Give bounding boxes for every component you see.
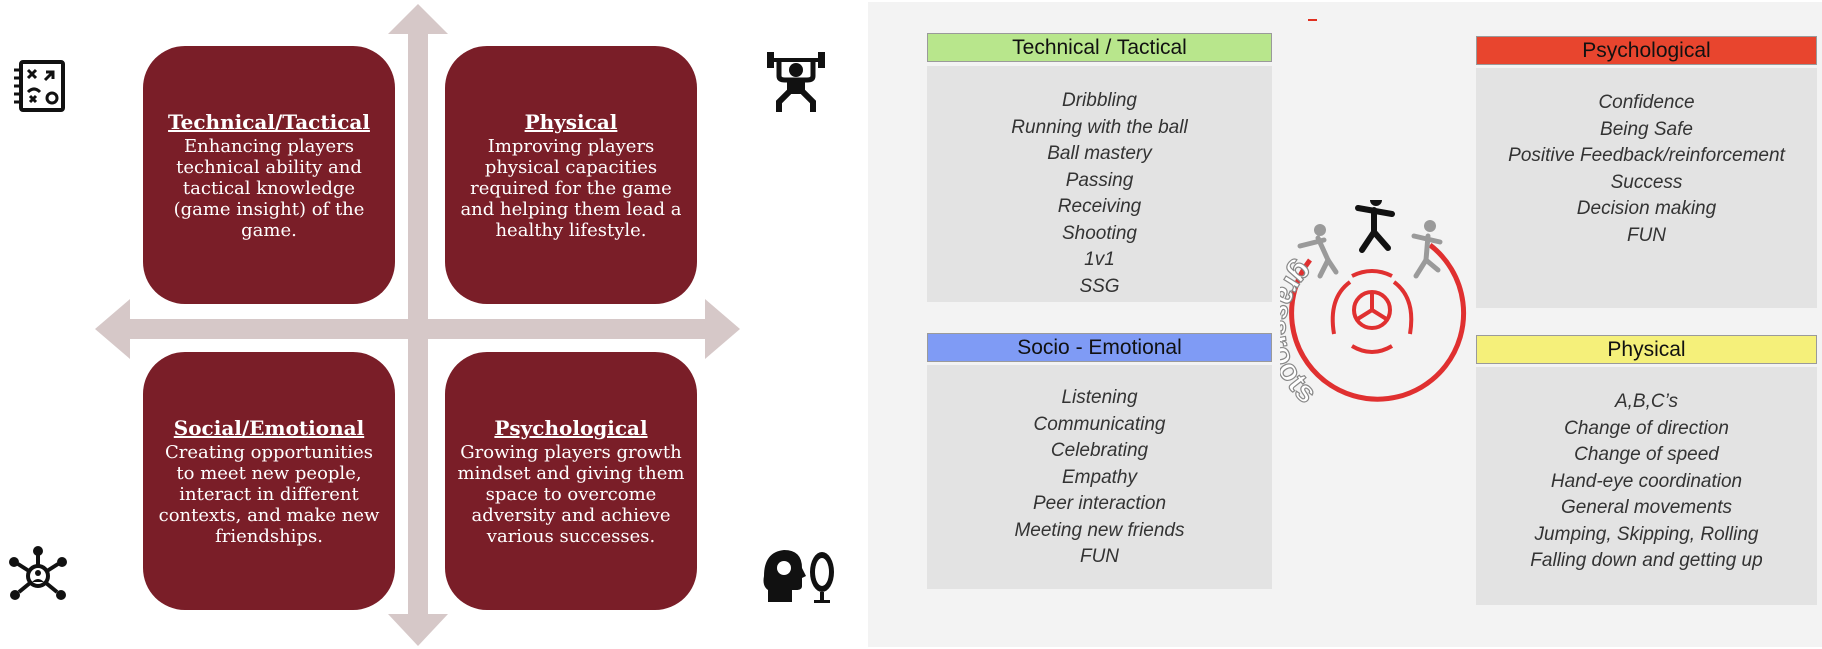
list-item: Communicating [1033, 413, 1166, 435]
list-item: Peer interaction [1032, 493, 1167, 514]
quadrant-title: Technical/Tactical [168, 109, 370, 134]
list-item: Listening [1061, 387, 1138, 408]
list-item: Dribbling [1062, 90, 1137, 111]
list-item: Being Safe [1600, 118, 1693, 140]
list-item: General movements [1560, 497, 1733, 518]
grassroots-logo: grassroots [1280, 200, 1467, 411]
quadrant-title: Psychological [494, 415, 648, 440]
social-network-icon [9, 546, 67, 600]
quadrant-description: Enhancing players technical ability and … [173, 135, 365, 241]
list-item: Jumping, Skipping, Rolling [1534, 523, 1759, 545]
quadrant-title: Physical [524, 109, 618, 134]
list-item: Change of speed [1574, 444, 1719, 465]
list-item: Receiving [1057, 196, 1142, 217]
list-item: Positive Feedback/reinforcement [1508, 145, 1785, 166]
quadrant-technical-tactical: Technical/Tactical Enhancing players tec… [143, 46, 395, 304]
list-item: Decision making [1576, 198, 1717, 219]
quadrant-description: Improving players physical capacities re… [460, 135, 682, 241]
physical-header: Physical [1476, 335, 1817, 364]
horizontal-arrow [95, 299, 740, 359]
list-item: Change of direction [1564, 417, 1729, 439]
quadrant-title: Social/Emotional [173, 415, 365, 440]
quadrant-psychological: Psychological Growing players growth min… [445, 352, 697, 610]
list-item: Ball mastery [1047, 143, 1152, 164]
quadrant-arrows [95, 4, 740, 646]
list-item: Passing [1065, 169, 1134, 191]
quadrant-social-emotional: Social/Emotional Creating opportunities … [143, 352, 395, 610]
quadrant-description: Growing players growth mindset and givin… [457, 441, 685, 547]
psychological-header: Psychological [1476, 36, 1817, 65]
list-item: FUN [1079, 546, 1120, 567]
grassroots-logo-textpath: grassroots [1280, 254, 1323, 411]
list-item: Success [1610, 171, 1683, 193]
list-item: Celebrating [1050, 440, 1149, 461]
list-item: Empathy [1062, 466, 1137, 488]
list-item: Shooting [1061, 222, 1137, 244]
list-item: Confidence [1598, 92, 1695, 113]
list-item: Falling down and getting up [1530, 550, 1763, 571]
technical-header: Technical / Tactical [927, 33, 1272, 62]
list-item: 1v1 [1084, 249, 1115, 270]
list-item: Running with the ball [1011, 116, 1188, 138]
list-item: FUN [1626, 224, 1667, 246]
weightlifter-icon [767, 52, 825, 112]
list-item: Meeting new friends [1014, 519, 1185, 541]
list-item: Hand-eye coordination [1550, 470, 1743, 492]
quadrant-physical: Physical Improving players physical capa… [445, 46, 697, 304]
head-mirror-icon [763, 550, 834, 603]
list-item: A,B,C’s [1614, 391, 1678, 412]
socio-emotional-header: Socio - Emotional [927, 333, 1272, 362]
list-item: SSG [1079, 275, 1120, 297]
quadrant-description: Creating opportunities to meet new peopl… [158, 441, 380, 547]
tactics-board-icon [14, 60, 65, 112]
red-dash-mark [1308, 19, 1317, 21]
grassroots-logo-text: grassroots [1280, 255, 1324, 411]
